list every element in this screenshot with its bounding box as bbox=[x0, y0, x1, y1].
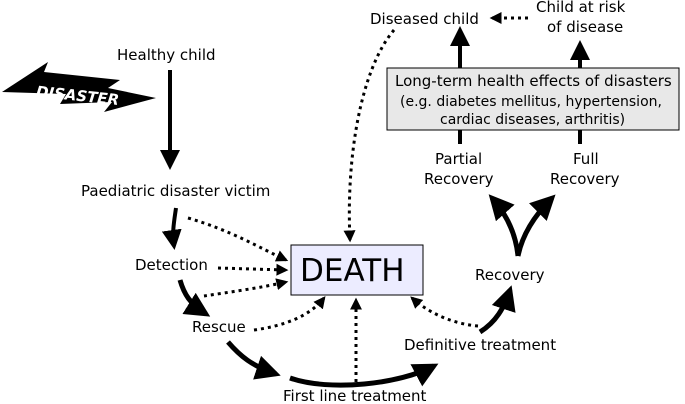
death-box: DEATH bbox=[290, 244, 424, 296]
definitive-label: Definitive treatment bbox=[404, 336, 556, 354]
dotted-victim-to-death bbox=[187, 216, 289, 262]
victim-label: Paediatric disaster victim bbox=[81, 182, 270, 200]
dotted-rescue-to-death bbox=[253, 296, 326, 332]
lightning-bolt-icon bbox=[2, 62, 156, 112]
rescue-label: Rescue bbox=[192, 318, 246, 336]
disaster-bolt: DISASTER bbox=[2, 62, 156, 112]
arrow-recovery-to-partial bbox=[488, 194, 521, 257]
diseased-child-label: Diseased child bbox=[370, 10, 479, 28]
recovery-label: Recovery bbox=[475, 266, 545, 284]
full-recovery-label-line2: Recovery bbox=[550, 170, 620, 188]
at-risk-label-line1: Child at risk bbox=[536, 0, 626, 16]
detection-label: Detection bbox=[135, 256, 208, 274]
long-term-effects-box: Long-term health effects of disasters (e… bbox=[386, 67, 680, 131]
at-risk-label-line2: of disease bbox=[547, 18, 623, 36]
healthy-child-label: Healthy child bbox=[117, 46, 216, 64]
partial-recovery-label-line1: Partial bbox=[435, 150, 482, 168]
dotted-detection2-to-death bbox=[203, 278, 289, 298]
arrow-first-line-to-definitive bbox=[289, 363, 439, 388]
long-term-examples-line2: cardiac diseases, arthritis) bbox=[440, 112, 625, 128]
arrow-detection-to-rescue bbox=[177, 279, 211, 317]
dotted-diseased-to-death bbox=[343, 29, 396, 243]
arrow-definitive-to-recovery bbox=[478, 285, 516, 335]
long-term-examples-line1: (e.g. diabetes mellitus, hypertension, bbox=[400, 94, 662, 110]
dotted-definitive-to-death bbox=[410, 296, 479, 328]
death-label: DEATH bbox=[300, 253, 405, 289]
dotted-detection-to-death bbox=[217, 263, 289, 276]
arrow-victim-to-detection bbox=[161, 207, 182, 250]
full-recovery-label-line1: Full bbox=[573, 150, 599, 168]
long-term-title: Long-term health effects of disasters bbox=[395, 72, 672, 90]
partial-recovery-label-line2: Recovery bbox=[424, 170, 494, 188]
arrow-rescue-to-first-line bbox=[226, 340, 281, 380]
arrow-recovery-to-full bbox=[515, 194, 556, 257]
first-line-label: First line treatment bbox=[283, 387, 427, 404]
